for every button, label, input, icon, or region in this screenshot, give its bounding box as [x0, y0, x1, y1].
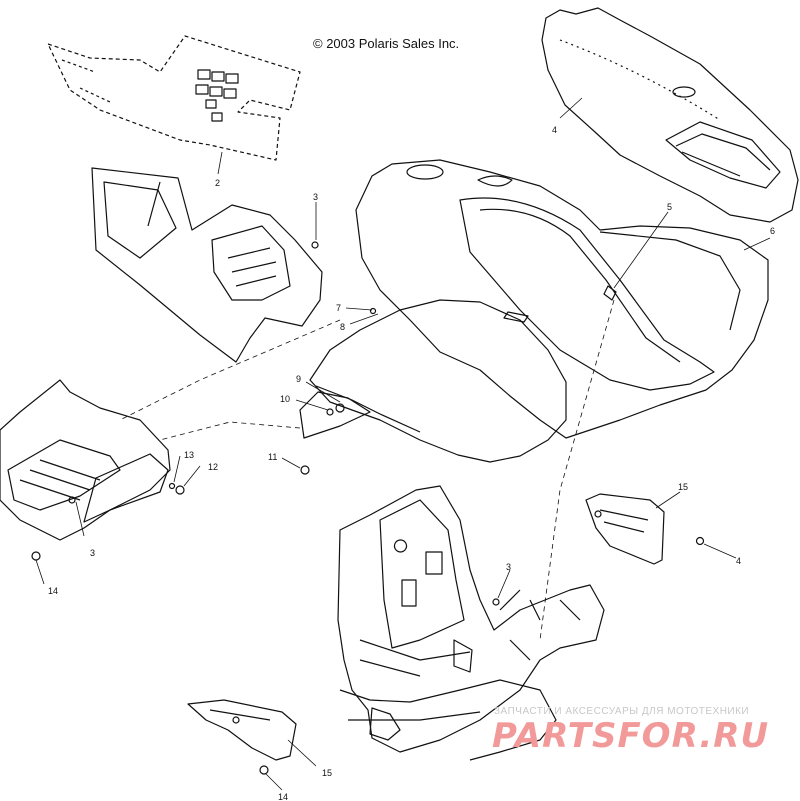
callout-4-top: 4	[552, 125, 557, 135]
callout-13: 13	[184, 450, 194, 460]
callout-7: 7	[336, 303, 341, 313]
callout-15-right: 15	[678, 482, 688, 492]
leader-lines	[35, 97, 771, 791]
callout-12: 12	[208, 462, 218, 472]
left-side-panel	[91, 167, 323, 363]
frame-assembly	[337, 485, 605, 761]
callout-3-frame: 3	[506, 562, 511, 572]
callout-4-bottom: 4	[736, 556, 741, 566]
callout-11: 11	[268, 452, 277, 462]
callout-2: 2	[215, 178, 220, 188]
callout-3-top: 3	[313, 192, 318, 202]
callout-5: 5	[667, 202, 672, 212]
side-panel-part-2	[47, 35, 301, 161]
watermark-brand: PARTSFOR.RU	[492, 716, 770, 756]
fasteners	[31, 241, 705, 775]
callout-15-bottom: 15	[322, 768, 332, 778]
left-footwell	[0, 379, 171, 541]
callout-6: 6	[770, 226, 775, 236]
bracket-part-15-right	[585, 493, 665, 565]
front-fender	[299, 299, 567, 463]
callout-14-bottom: 14	[278, 792, 288, 801]
callout-10: 10	[280, 394, 290, 404]
callout-9: 9	[296, 374, 301, 384]
rear-cover-part-4	[541, 7, 799, 223]
callout-3-left: 3	[90, 548, 95, 558]
callout-8: 8	[340, 322, 345, 332]
callout-14-left: 14	[48, 586, 58, 596]
bracket-part-15-bottom	[187, 699, 297, 761]
callout-numbers: 2 3 4 5 6 7 8 9 10 11 12 13 3 14 15 4 3 …	[48, 125, 775, 801]
watermark-tagline: ЗАПЧАСТИ И АКСЕССУАРЫ ДЛЯ МОТОТЕХНИКИ	[494, 706, 750, 717]
copyright-notice: © 2003 Polaris Sales Inc.	[313, 36, 460, 51]
rear-fender-tank	[355, 159, 769, 439]
